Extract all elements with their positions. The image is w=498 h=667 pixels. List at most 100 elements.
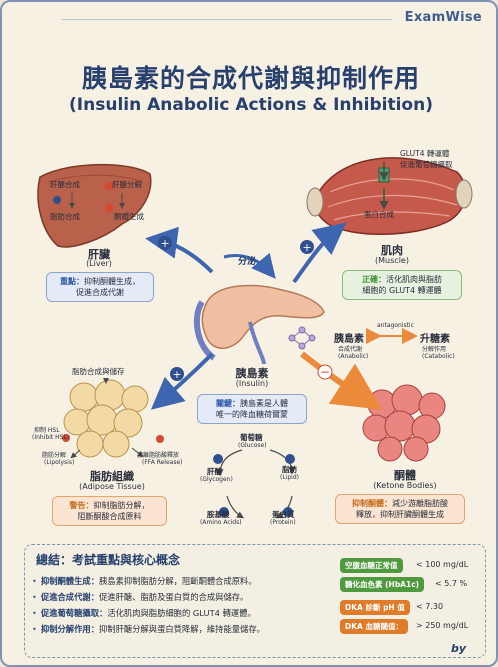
liver-glycogenesis: 肝醣合成 <box>50 180 80 189</box>
muscle-glut4-desc: 促進葡萄糖攝取 <box>400 160 453 169</box>
insulin-title-en: (Insulin) <box>235 379 269 388</box>
secrete-label: 分泌 <box>238 257 257 267</box>
summary-text-1: 胰島素抑制脂肪分解，阻斷酮體合成原料。 <box>99 576 257 586</box>
liver-illustration <box>37 163 152 248</box>
summary-line-2: •促進合成代謝：促進肝醣、脂肪及蛋白質的合成與儲存。 <box>32 592 249 602</box>
tag-hba1c: 糖化血色素 (HbA1c) <box>340 577 425 592</box>
liver-note-box: 重點：抑制酮體生成， 促進合成代謝 <box>46 272 154 302</box>
adipose-warning-text2: 阻斷酮酸合成原料 <box>77 512 142 521</box>
ketone-note-box: 抑制酮體：減少游離脂肪酸 釋放，抑制肝臟酮體生成 <box>335 494 465 524</box>
page-subtitle: (Insulin Anabolic Actions & Inhibition) <box>69 95 433 115</box>
muscle-protein-synth: 蛋白合成 <box>364 210 394 219</box>
summary-key-1: 抑制酮體生成： <box>40 576 99 586</box>
insulin-key-text1: 胰島素是人體 <box>240 399 288 408</box>
liver-ketogenesis: 酮體生成 <box>114 212 144 221</box>
liver-glycogenolysis: 肝醣分解 <box>112 180 142 189</box>
ketone-title: 酮體 <box>394 469 416 482</box>
muscle-glut4-label: GLUT4 轉運體 <box>400 149 450 158</box>
adipose-warning-box: 警告：抑制脂肪分解， 阻斷酮酸合成原料 <box>52 496 167 526</box>
minus-badges: − <box>317 364 333 380</box>
page-title: 胰島素的合成代謝與抑制作用 <box>81 64 420 93</box>
tag-dka-ph: DKA 診斷 pH 值 <box>340 600 410 615</box>
summary-text-4: 抑制肝醣分解與蛋白質降解，維持能量儲存。 <box>99 624 265 634</box>
signature: by <box>450 642 466 655</box>
cycle-glycogen: 肝醣 <box>207 467 222 476</box>
insulin-key-box: 關鍵：胰島素是人體 唯一的降血糖荷爾蒙 <box>197 394 307 424</box>
summary-text-3: 活化肌肉與脂肪細胞的 GLUT4 轉運體。 <box>107 608 256 618</box>
cycle-lipid-en: (Lipid) <box>280 474 299 481</box>
adipose-hsl: 抑制 HSL <box>34 427 60 434</box>
tag-dka-ph-value: < 7.30 <box>416 602 444 611</box>
svg-text:+: + <box>172 368 181 381</box>
liver-note-text2: 促進合成代謝 <box>76 288 124 297</box>
pancreas-illustration <box>193 284 325 365</box>
adipose-storage: 脂肪合成與儲存 <box>72 367 125 376</box>
ketone-note-text1: 減少游離脂肪酸 <box>392 499 448 508</box>
summary-key-4: 抑制分解作用： <box>40 624 99 634</box>
anabolic-insulin: 胰島素 <box>334 334 364 345</box>
adipose-warning-text1: 抑制脂肪分解， <box>93 501 150 510</box>
cycle-protein: 蛋白質 <box>272 510 295 519</box>
summary-line-1: •抑制酮體生成：胰島素抑制脂肪分解，阻斷酮體合成原料。 <box>32 576 257 586</box>
summary-key-2: 促進合成代謝： <box>40 592 99 602</box>
tag-dka-glucose-value: > 250 mg/dL <box>416 621 469 630</box>
cycle-protein-en: (Protein) <box>270 519 296 526</box>
muscle-note-text1: 活化肌肉與脂肪 <box>386 275 442 284</box>
header-rule <box>62 19 392 20</box>
summary-line-4: •抑制分解作用：抑制肝醣分解與蛋白質降解，維持能量儲存。 <box>32 624 265 634</box>
arrow-to-muscle <box>292 222 347 284</box>
summary-text-2: 促進肝醣、脂肪及蛋白質的合成與儲存。 <box>99 592 249 602</box>
tag-fasting-glucose: 空腹血糖正常值 <box>340 558 403 573</box>
tag-fasting-glucose-value: < 100 mg/dL <box>416 560 469 569</box>
svg-text:+: + <box>302 241 311 254</box>
adipose-lipolysis: 脂肪分解 <box>42 452 67 459</box>
insulin-key-text2: 唯一的降血糖荷爾蒙 <box>216 410 288 419</box>
cycle-plus-badges <box>213 454 295 517</box>
svg-text:+: + <box>160 237 169 250</box>
tag-dka-glucose: DKA 血糖閾值： <box>340 619 408 634</box>
cycle-amino-en: (Amino Acids) <box>200 519 242 526</box>
adipose-ffa: 游離脂肪酸釋放 <box>137 452 180 459</box>
muscle-note-label: 正確： <box>362 275 386 284</box>
liver-title: 肝臟 <box>88 248 110 261</box>
arrow-to-ketone <box>300 351 383 410</box>
muscle-note-box: 正確：活化肌肉與脂肪 細胞的 GLUT4 轉運體 <box>342 270 462 300</box>
adipose-title: 脂肪組織 <box>90 470 134 483</box>
adipose-lipolysis-en: (Lipolysis) <box>44 459 75 466</box>
summary-line-3: •促進葡萄糖攝取：活化肌肉與脂肪細胞的 GLUT4 轉運體。 <box>32 608 256 618</box>
ketone-illustration <box>362 384 446 462</box>
svg-text:−: − <box>320 365 330 379</box>
liver-note-label: 重點： <box>60 277 84 286</box>
metabolic-cycle <box>216 449 296 519</box>
ketone-note-text2: 釋放，抑制肝臟酮體生成 <box>356 510 444 519</box>
insulin-molecule-icon <box>288 326 316 350</box>
adipose-title-en: (Adipose Tissue) <box>79 482 145 491</box>
anabolic-desc: 合成代謝 <box>338 346 363 353</box>
summary-title: 總結：考試重點與核心概念 <box>36 553 181 567</box>
cycle-lipid: 脂肪 <box>282 465 297 474</box>
adipose-warning-label: 警告： <box>69 501 94 510</box>
cycle-glycogen-en: (Glycogen) <box>200 476 233 483</box>
cycle-glucose: 葡萄糖 <box>240 433 263 442</box>
muscle-title: 肌肉 <box>381 244 403 257</box>
catabolic-desc: 分解作用 <box>422 346 447 353</box>
catabolic-glucagon: 升糖素 <box>420 334 450 345</box>
liver-title-en: (Liver) <box>86 259 112 268</box>
arrow-to-adipose <box>150 352 214 410</box>
plus-badges: + + + <box>158 236 314 381</box>
muscle-title-en: (Muscle) <box>375 256 409 265</box>
cycle-glucose-en: (Glucose) <box>238 442 267 449</box>
tag-hba1c-value: < 5.7 % <box>435 579 468 588</box>
antagonistic-label: antagonistic <box>377 322 414 329</box>
anabolic-en: (Anabolic) <box>338 353 369 360</box>
arrow-secrete <box>223 252 276 279</box>
summary-key-3: 促進葡萄糖攝取： <box>40 608 108 618</box>
insulin-title: 胰島素 <box>235 367 269 380</box>
ketone-note-label: 抑制酮體： <box>352 499 392 508</box>
brand-logo: ExamWise <box>404 10 482 25</box>
adipose-hsl-en: (Inhibit HSL) <box>32 434 70 441</box>
insulin-key-label: 關鍵： <box>216 399 240 408</box>
cycle-amino: 胺基酸 <box>207 510 230 519</box>
